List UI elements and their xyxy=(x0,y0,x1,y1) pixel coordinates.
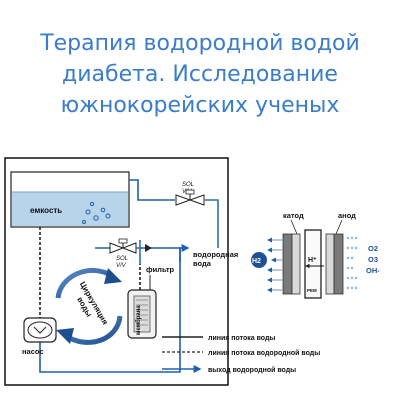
valve-top-label-1: SOL xyxy=(182,182,194,188)
title-line-3: южнокорейских ученых xyxy=(60,93,340,118)
membrane-unit: мембрана xyxy=(127,289,157,339)
circulation-arrows: Циркуляция воды xyxy=(55,267,123,345)
page-title: Терапия водородной водой диабета. Исслед… xyxy=(0,28,400,121)
filter-label: фильтр xyxy=(146,265,175,274)
water-tank: емкость xyxy=(10,171,130,228)
title-line-2: диабета. Исследование xyxy=(62,62,338,87)
anode-label: анод xyxy=(338,211,356,220)
system-outline xyxy=(4,157,229,386)
o2-label: O2 xyxy=(368,244,378,253)
h2-label: H2 xyxy=(252,258,261,265)
proton-label: H⁺ xyxy=(308,257,317,264)
oxygen-flow-arrows xyxy=(346,236,358,290)
valve-mid-label-2: V/V xyxy=(116,263,127,269)
tank-label: емкость xyxy=(30,206,62,215)
valve-mid-label-1: SOL xyxy=(116,256,128,262)
pump-label: насос xyxy=(22,347,44,356)
hydrogen-water-outlet: водородная вода xyxy=(179,244,238,268)
outlet-label-2: вода xyxy=(193,259,212,268)
legend-item-water-line: линия потока воды xyxy=(162,335,275,342)
pem-membrane xyxy=(304,229,322,299)
electrolysis-cell: катод анод H⁺ PEM H2 xyxy=(251,211,380,299)
oh-label: OH- xyxy=(366,266,380,275)
oxygen-molecules: O2 O3 OH- xyxy=(366,244,380,275)
outlet-label-1: водородная xyxy=(193,250,238,259)
solenoid-valve-middle: SOL V/V xyxy=(95,238,152,269)
membrane-label: мембрана xyxy=(135,305,142,335)
legend: линия потока воды линия потока водородно… xyxy=(162,335,320,374)
legend-item-hydrogen-outlet: выход водородной воды xyxy=(162,365,296,374)
legend-item-hydrogen-line: линия потока водородной воды xyxy=(162,349,320,357)
pump: насос xyxy=(22,317,57,356)
solenoid-valve-top: SOL V/V xyxy=(175,182,205,206)
hydrogen-flow-arrows xyxy=(267,237,282,293)
bubbles xyxy=(82,201,111,224)
pem-label: PEM xyxy=(307,288,317,293)
title-line-1: Терапия водородной водой xyxy=(40,31,360,56)
legend-label: выход водородной воды xyxy=(208,366,296,374)
legend-label: линия потока водородной воды xyxy=(208,349,320,357)
cathode-label: катод xyxy=(283,211,304,220)
legend-label: линия потока воды xyxy=(208,335,275,342)
filter: фильтр xyxy=(146,265,175,290)
h2-molecule: H2 xyxy=(251,252,267,268)
cathode-plate xyxy=(282,233,293,295)
water-pipes xyxy=(39,179,219,373)
anode-plate xyxy=(333,233,344,295)
o3-label: O3 xyxy=(368,255,378,264)
